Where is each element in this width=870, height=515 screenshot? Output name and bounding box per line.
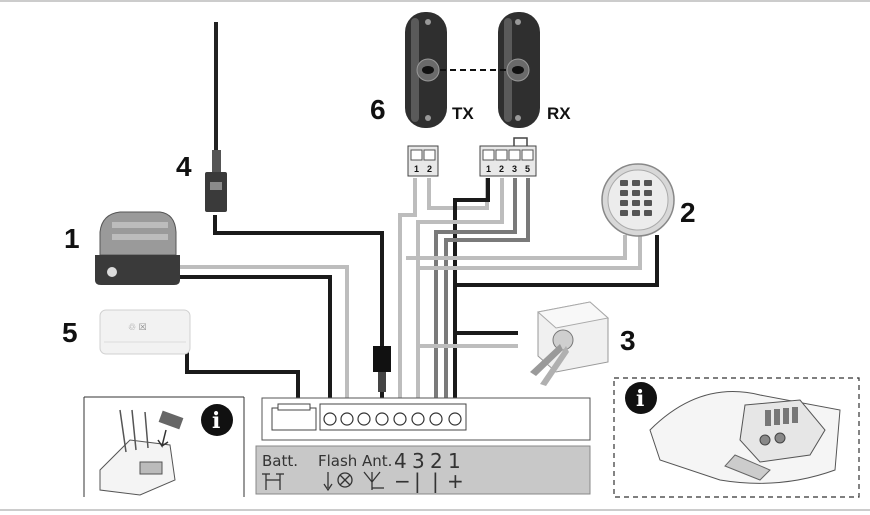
symbol-plus: + bbox=[447, 469, 464, 493]
info-icon-text-left: i bbox=[212, 408, 220, 434]
wire-rx3 bbox=[434, 178, 517, 408]
rx-terminal-2: 2 bbox=[499, 164, 504, 174]
info-box-left: i bbox=[83, 396, 245, 497]
wire-keypad-black bbox=[455, 235, 659, 287]
tx-label: TX bbox=[452, 104, 474, 123]
flash-light: 1 bbox=[64, 211, 180, 285]
flash-symbol-icon bbox=[323, 472, 353, 492]
label-2: 2 bbox=[430, 449, 443, 473]
rx-label: RX bbox=[547, 104, 571, 123]
antenna-connector bbox=[373, 346, 391, 372]
wire-flash-grey bbox=[175, 265, 349, 408]
antenna-number: 4 bbox=[176, 151, 192, 182]
label-3: 3 bbox=[412, 449, 425, 473]
wire-rx2 bbox=[416, 178, 504, 408]
wire-antenna bbox=[213, 215, 384, 408]
wire-tx1 bbox=[398, 178, 417, 408]
flash-light-number: 1 bbox=[64, 223, 80, 254]
battery: ♲ ☒ 5 bbox=[62, 309, 191, 355]
wire-flash-black bbox=[175, 275, 332, 408]
wire-keypad-grey-a bbox=[406, 235, 627, 260]
symbol-bar-a: | bbox=[414, 469, 421, 493]
antenna-symbol-icon bbox=[363, 471, 384, 490]
info-box-right: i bbox=[613, 377, 860, 498]
wire-keypad-grey-b bbox=[418, 235, 642, 270]
control-board bbox=[261, 346, 591, 441]
keypad: 2 bbox=[601, 163, 696, 237]
wire-tx2 bbox=[427, 178, 489, 210]
info-icon-text-right: i bbox=[636, 386, 644, 412]
wire-battery bbox=[185, 352, 300, 408]
info-icon bbox=[201, 404, 233, 436]
tx-terminal-block: 1 2 bbox=[407, 145, 439, 177]
wire-rx1 bbox=[453, 178, 490, 408]
symbol-minus: − bbox=[394, 469, 411, 493]
key-switch-number: 3 bbox=[620, 325, 636, 356]
tx-terminal-1: 1 bbox=[414, 164, 419, 174]
photocells-number: 6 bbox=[370, 94, 386, 125]
label-1: 1 bbox=[448, 449, 461, 473]
rx-terminal-1: 1 bbox=[486, 164, 491, 174]
label-ant: Ant. bbox=[362, 452, 392, 470]
rx-terminal-block: 1 2 3 5 bbox=[479, 137, 537, 177]
label-batt: Batt. bbox=[262, 452, 298, 470]
battery-symbol-icon bbox=[262, 473, 284, 490]
antenna: 4 bbox=[176, 22, 227, 212]
keypad-number: 2 bbox=[680, 197, 696, 228]
battery-number: 5 bbox=[62, 317, 78, 348]
svg-text:♲ ☒: ♲ ☒ bbox=[128, 322, 147, 332]
rx-terminal-3: 3 bbox=[512, 164, 517, 174]
label-4: 4 bbox=[394, 449, 407, 473]
key-switch: 3 bbox=[530, 301, 636, 386]
wires bbox=[175, 178, 659, 408]
info-icon bbox=[625, 382, 657, 414]
tx-terminal-2: 2 bbox=[427, 164, 432, 174]
label-flash: Flash bbox=[318, 452, 357, 470]
control-panel-label: Batt. Flash Ant. 4 3 2 1 − | | + bbox=[255, 445, 591, 495]
wire-rx5 bbox=[444, 178, 530, 408]
rx-terminal-5: 5 bbox=[525, 164, 530, 174]
photocells: TX RX 6 bbox=[370, 12, 571, 128]
symbol-bar-b: | bbox=[432, 469, 439, 493]
